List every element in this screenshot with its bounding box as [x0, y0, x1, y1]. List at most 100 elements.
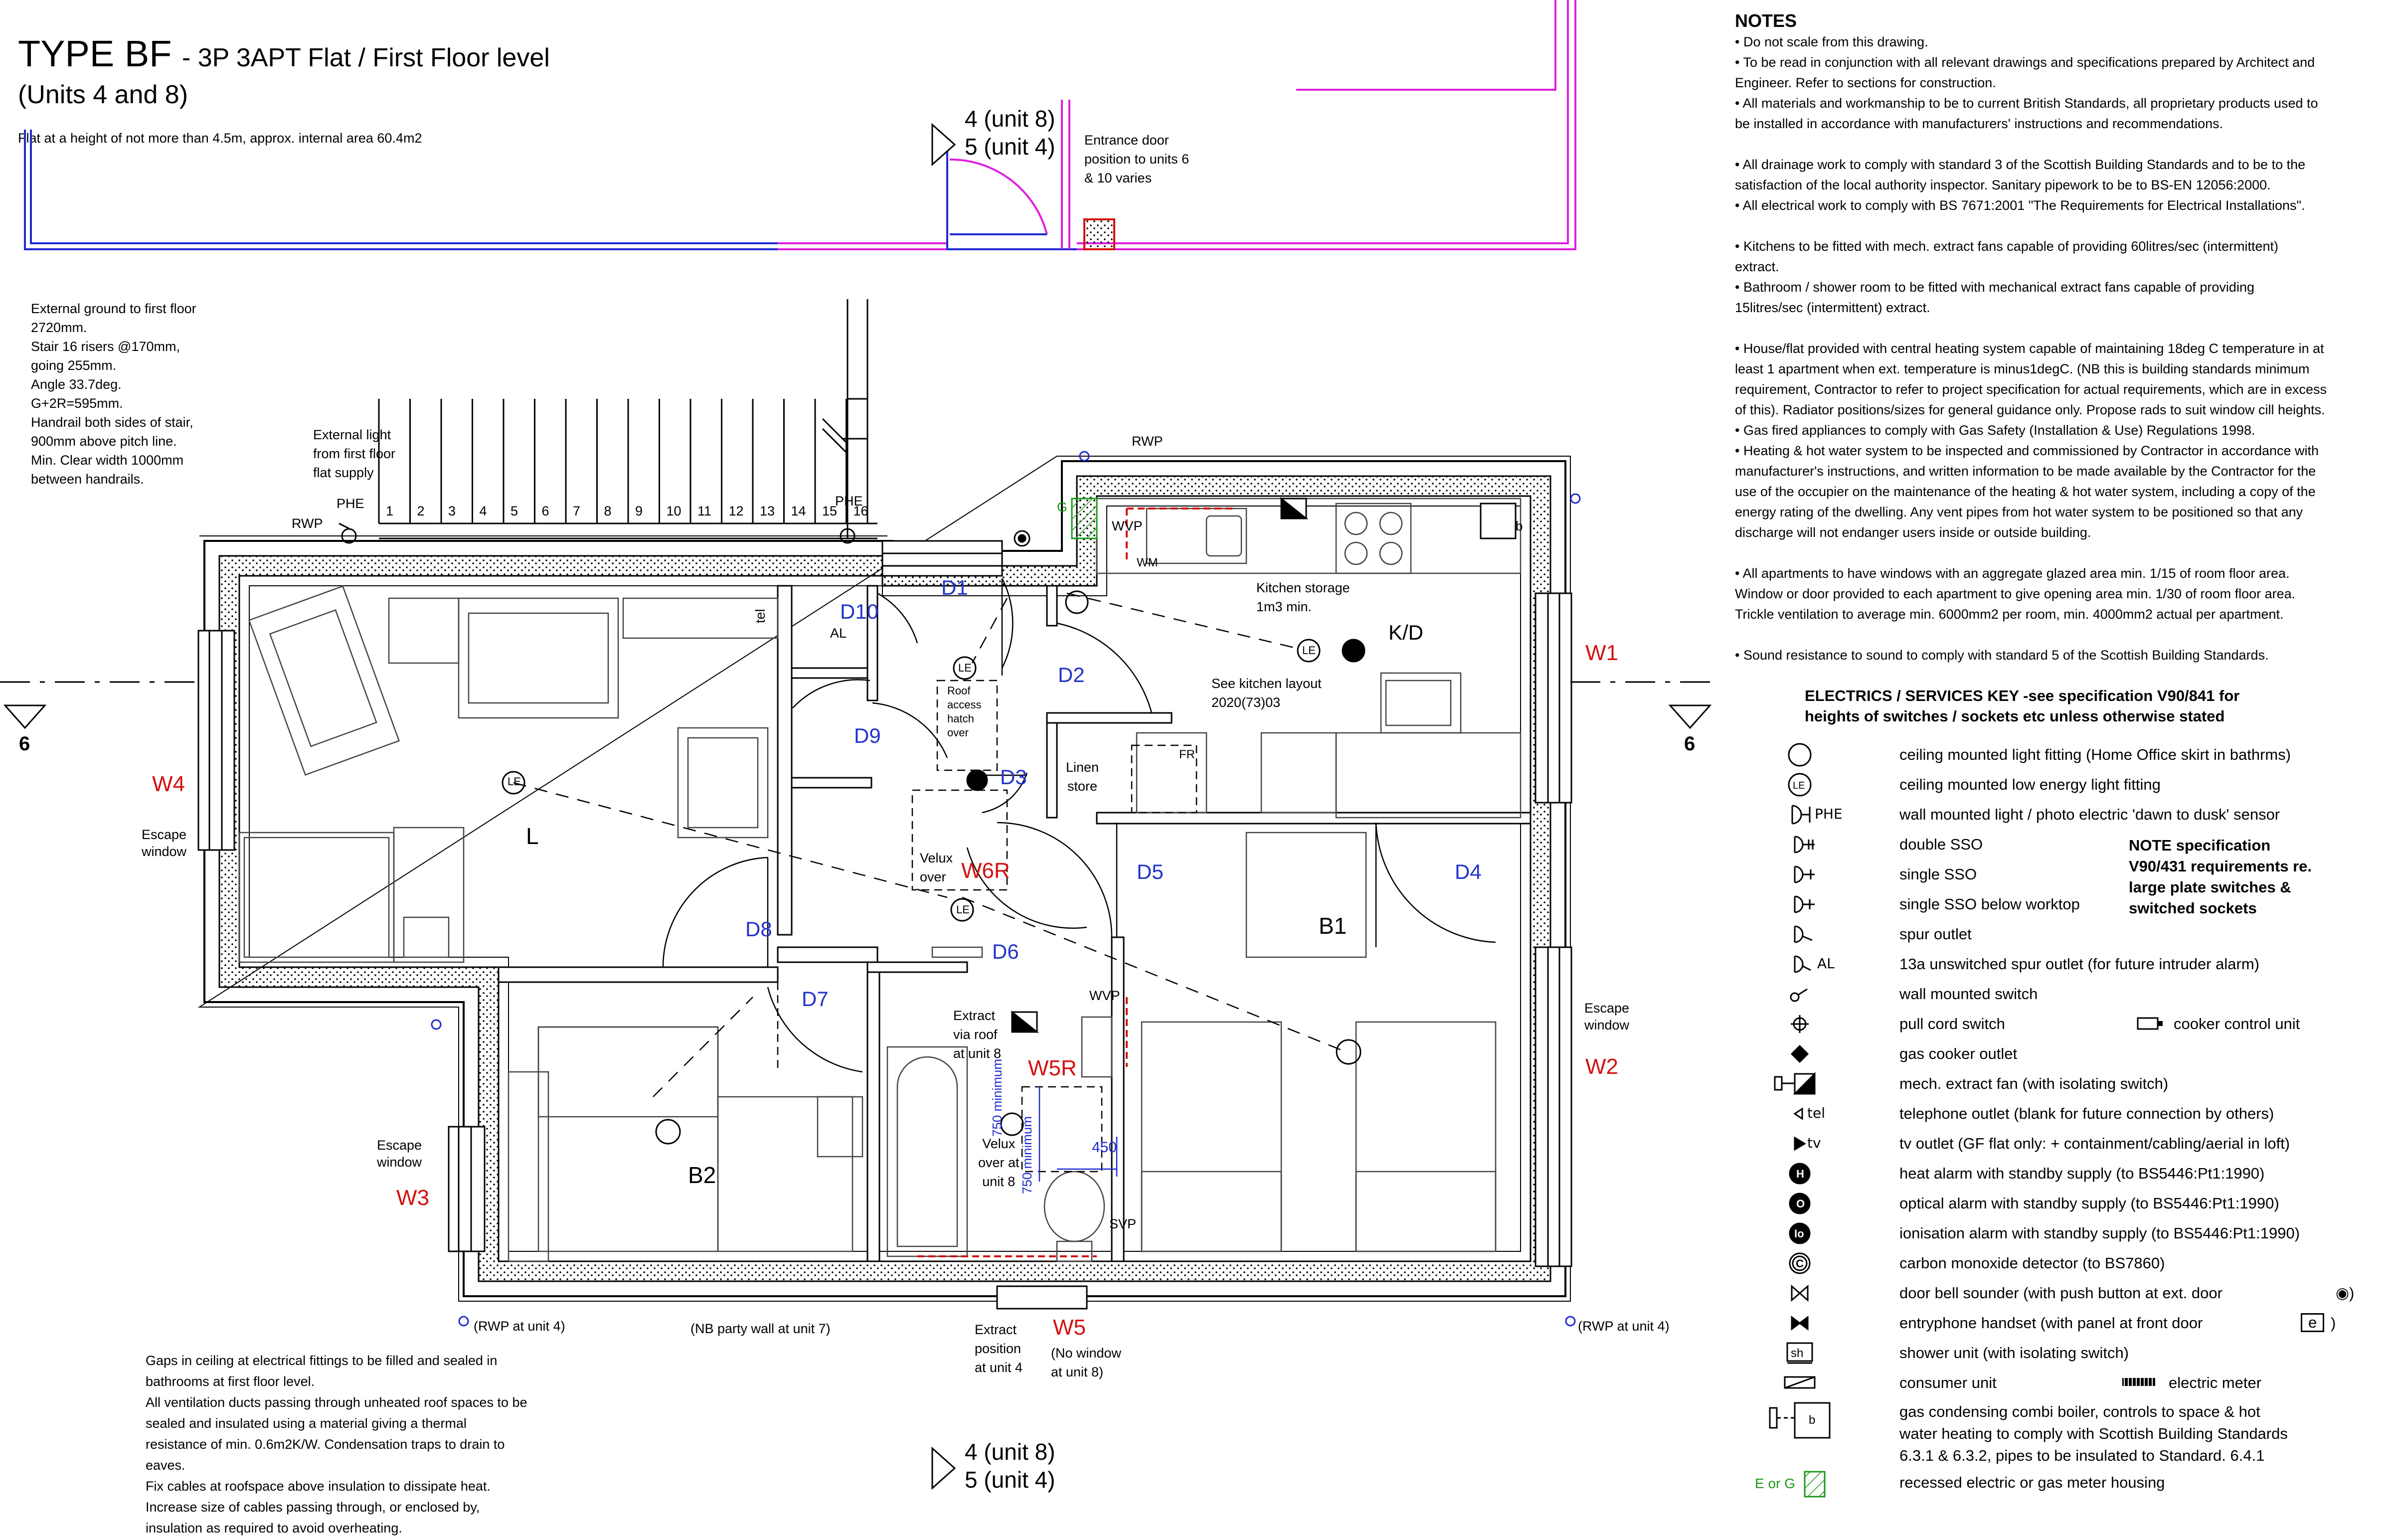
note-line: Engineer. Refer to sections for construc… — [1735, 75, 1996, 90]
key-label: single SSO — [1899, 865, 1977, 883]
svg-text:C: C — [1796, 1257, 1804, 1270]
velux-unit8-note: Velux over at unit 8 — [978, 1134, 1020, 1191]
rwp-label-left: RWP — [292, 516, 323, 531]
wc — [1043, 1171, 1105, 1242]
light-bed2 — [655, 1119, 681, 1145]
al-label: AL — [830, 626, 847, 641]
window-label-w4: W4 — [152, 772, 185, 796]
svg-text:b: b — [1809, 1413, 1815, 1427]
meter-icon — [1804, 1471, 1826, 1498]
wm-label: WM — [1137, 556, 1158, 569]
window-w3-frame — [448, 1126, 486, 1252]
circle-icon — [1788, 743, 1812, 767]
le-label-kitchen: LE — [1302, 644, 1316, 657]
section-mark-right: 6 — [1684, 733, 1696, 755]
key-extra-label: cooker control unit — [2174, 1015, 2300, 1032]
stair-note-line-1: External ground to first floor — [31, 301, 196, 316]
window-label-w3: W3 — [396, 1186, 429, 1210]
velux-unit8-line2: over at — [978, 1155, 1020, 1170]
opt-icon: O — [1789, 1193, 1811, 1214]
extract-roof-line1: Extract — [953, 1008, 996, 1023]
note-line: • Kitchens to be fitted with mech. extra… — [1735, 239, 2278, 254]
door-swings — [662, 578, 1496, 1073]
stair-number: 4 — [479, 504, 487, 518]
optical-alarm — [966, 769, 988, 791]
key-row-switch: wall mounted switch — [1745, 982, 2390, 1007]
kitchen-layout-line2: 2020(73)03 — [1211, 695, 1281, 710]
entry-paren: ) — [2331, 1314, 2336, 1332]
linen-store-label: Linen store — [1066, 758, 1099, 796]
key-tag: PHE — [1815, 806, 1843, 822]
extract-position-note: Extract position at unit 4 — [975, 1320, 1023, 1377]
unit-arrow-bottom-1: 4 (unit 8) — [965, 1439, 1055, 1465]
entrance-note-line-3: & 10 varies — [1084, 171, 1152, 185]
rwp-markers — [431, 451, 1581, 1327]
unit-arrow-top-1: 4 (unit 8) — [965, 106, 1055, 132]
floor-plan — [0, 0, 1715, 1490]
key-side-note: NOTE specification V90/431 requirements … — [2129, 835, 2312, 919]
ceiling-note-line-5: resistance of min. 0.6m2K/W. Condensatio… — [146, 1437, 505, 1452]
light-bath — [1000, 1112, 1024, 1136]
key-label: door bell sounder (with push button at e… — [1899, 1284, 2222, 1302]
le-icon: LE — [1788, 773, 1812, 797]
external-light-note-line-2: from first floor — [313, 446, 396, 461]
kitchen-layout-note: See kitchen layout 2020(73)03 — [1211, 674, 1322, 712]
tv-chair — [677, 727, 769, 839]
consumer-icon — [1784, 1376, 1816, 1389]
g-label: G — [1057, 500, 1068, 514]
ceiling-note: Gaps in ceiling at electrical fittings t… — [146, 1350, 527, 1539]
stair-number: 5 — [511, 504, 518, 518]
title-units: (Units 4 and 8) — [18, 80, 188, 109]
key-heading-1: ELECTRICS / SERVICES KEY -see specificat… — [1805, 687, 2240, 704]
key-label: consumer unit — [1899, 1374, 1997, 1391]
bell-push-icon: ◉) — [2336, 1284, 2355, 1302]
key-heading-2: heights of switches / sockets etc unless… — [1805, 707, 2225, 725]
key-label: gas cooker outlet — [1899, 1045, 2018, 1062]
fr-label: FR — [1179, 748, 1195, 761]
velux-w6r-note: Velux over — [920, 849, 953, 886]
stair-note-line-9: Min. Clear width 1000mm — [31, 453, 184, 468]
note-line: satisfaction of the local authority insp… — [1735, 177, 2271, 192]
al-icon — [1794, 955, 1811, 973]
key-label: optical alarm with standby supply (to BS… — [1899, 1195, 2279, 1212]
escape-window-w4-line1: Escape — [142, 827, 187, 842]
gas-icon — [1790, 1044, 1809, 1063]
linen-line2: store — [1067, 779, 1098, 794]
bed1-wardrobe — [1245, 832, 1367, 958]
window-label-w1: W1 — [1585, 641, 1618, 665]
door-label-d8: D8 — [745, 917, 772, 941]
dim-750-b: 750 minimum — [1020, 1116, 1034, 1194]
key-label: ceiling mounted low energy light fitting — [1899, 776, 2161, 793]
stair-number: 3 — [448, 504, 456, 518]
note-line: use of the occupier on the maintenance o… — [1735, 484, 2316, 499]
window-w5-frame — [996, 1285, 1088, 1310]
escape-window-w4-line2: window — [142, 844, 187, 859]
ssso-icon — [1794, 865, 1815, 883]
bed2-bed — [537, 1026, 719, 1252]
key-label: ceiling mounted light fitting (Home Offi… — [1899, 746, 2291, 763]
door-label-d1: D1 — [941, 576, 968, 599]
stair-note-line-2: 2720mm. — [31, 320, 87, 335]
ceiling-note-line-7: Fix cables at roofspace above insulation… — [146, 1479, 491, 1494]
co-detector — [1065, 590, 1089, 614]
ceiling-note-line-3: All ventilation ducts passing through un… — [146, 1395, 527, 1410]
note-line: manufacturer's instructions, and written… — [1735, 464, 2316, 479]
key-row-entry: entryphone handset (with panel at front … — [1745, 1311, 2390, 1336]
escape-window-w3-line2: window — [377, 1155, 422, 1170]
armchair — [248, 585, 400, 776]
velux-unit8-line1: Velux — [982, 1136, 1016, 1151]
rwp-unit4-left: (RWP at unit 4) — [474, 1319, 565, 1334]
escape-window-w2-line2: window — [1584, 1018, 1630, 1032]
note-line: Window or door provided to each apartmen… — [1735, 586, 2296, 601]
stair-treads — [378, 398, 867, 523]
svg-text:sh: sh — [1791, 1347, 1803, 1360]
note-line: • Do not scale from this drawing. — [1735, 34, 1928, 49]
door-label-d3: D3 — [1000, 765, 1027, 789]
note-line: • To be read in conjunction with all rel… — [1735, 55, 2315, 70]
hob — [1335, 503, 1412, 574]
le-label-living: LE — [508, 775, 521, 788]
